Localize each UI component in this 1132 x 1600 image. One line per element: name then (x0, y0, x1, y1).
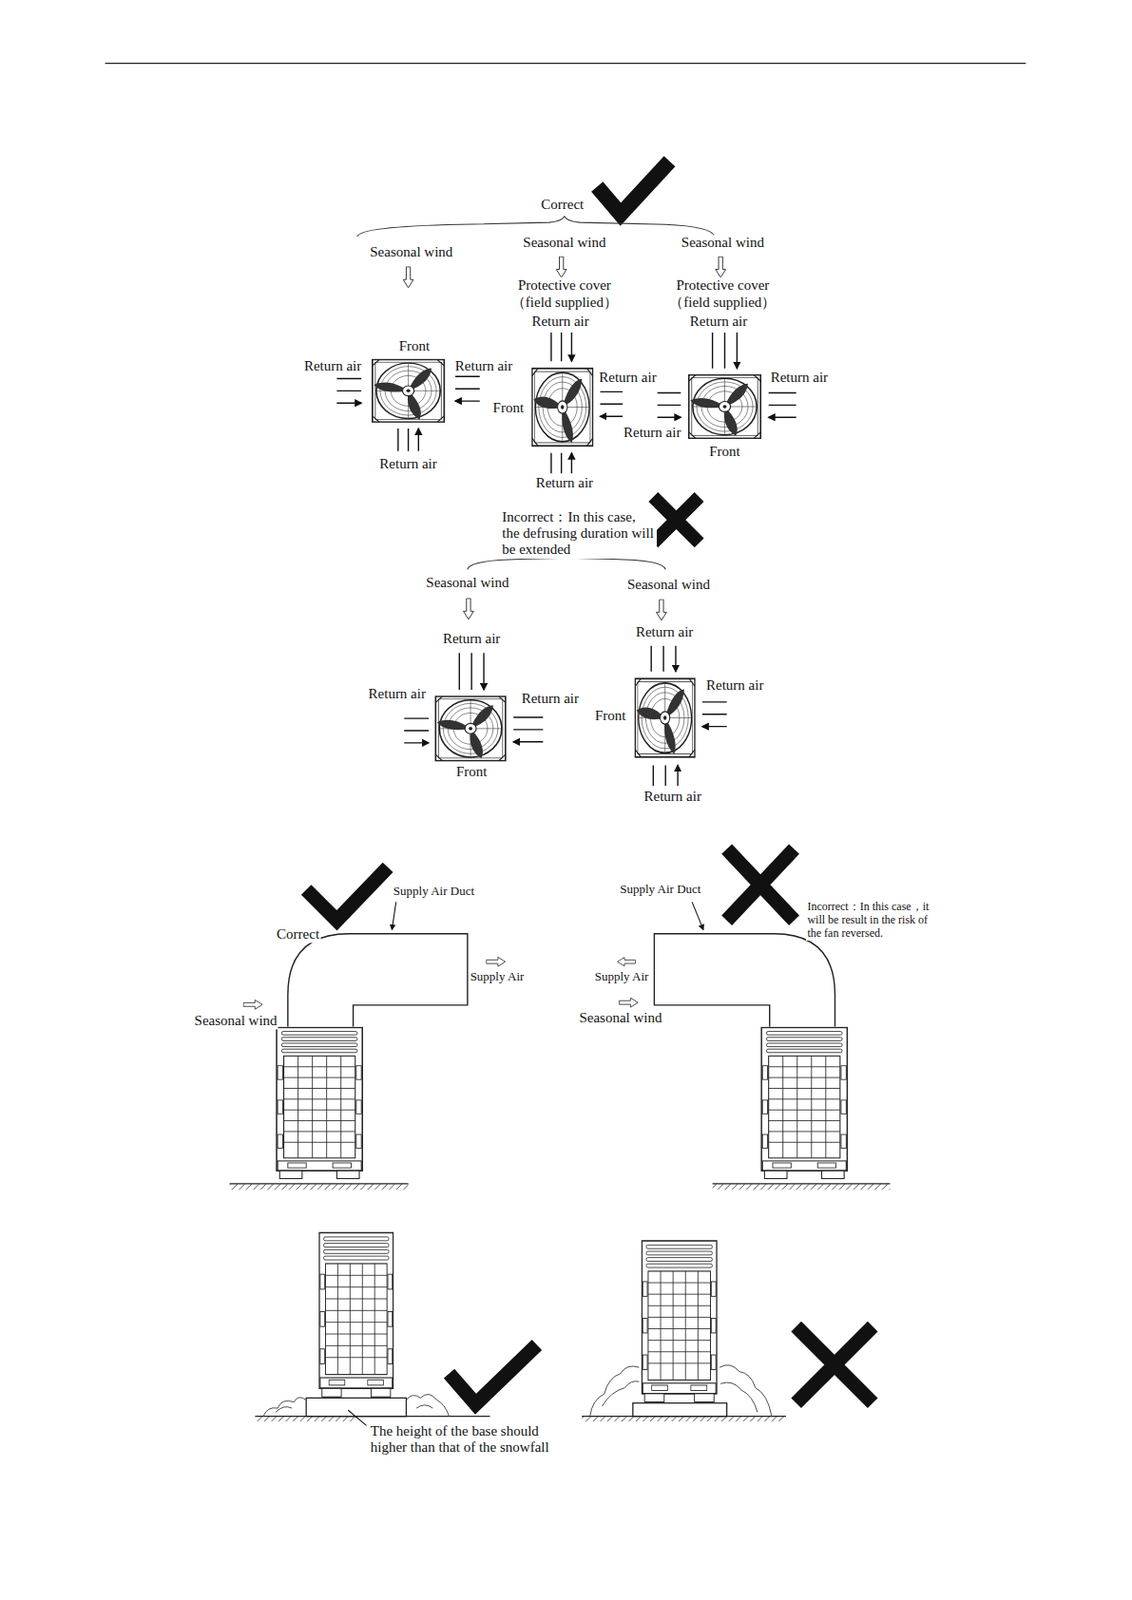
check-mark (596, 161, 670, 215)
supply-air-duct (287, 934, 468, 1028)
label: Incorrect：In this case，it will be result… (805, 901, 941, 941)
label: Seasonal wind (368, 245, 454, 262)
cross-mark (796, 1326, 874, 1404)
label: Return air (535, 475, 595, 492)
label: Front (492, 400, 526, 417)
label: Front (708, 443, 742, 461)
label: Correct (539, 196, 585, 213)
label: Protective cover （field supplied） (659, 277, 786, 311)
base (633, 1403, 728, 1418)
label: Return air (378, 456, 438, 473)
base (306, 1398, 406, 1417)
check-mark (306, 867, 388, 921)
label: Return air (441, 632, 501, 649)
outdoor-units (276, 1027, 847, 1402)
fan-units (372, 360, 761, 762)
label: Supply Air (469, 969, 526, 984)
label: Supply Air Duct (392, 883, 476, 899)
label: Front (398, 339, 432, 356)
label: Protective cover （field supplied） (501, 277, 628, 311)
wind-arrows (243, 957, 638, 1010)
label: Return air (769, 370, 829, 387)
leader-line (347, 1410, 366, 1426)
label: Return air (597, 370, 657, 387)
label: Incorrect：In this case, the defrusing du… (500, 509, 657, 559)
ground (254, 1417, 786, 1422)
label: Seasonal wind (424, 575, 510, 593)
return-air-arrows (336, 332, 796, 787)
cross-mark (652, 497, 699, 543)
label: Return air (634, 624, 694, 641)
label: Return air (367, 687, 427, 704)
ground (230, 1184, 891, 1190)
label: Return air (643, 788, 703, 806)
seasonal-wind-arrows (402, 256, 726, 621)
cross-mark (727, 849, 795, 921)
bracket (357, 216, 715, 237)
label: Return air (303, 358, 363, 375)
label: Supply Air Duct (618, 882, 702, 898)
label: The height of the base should higher tha… (369, 1423, 576, 1458)
label: Return air (705, 677, 765, 694)
label: Seasonal wind (193, 1013, 279, 1030)
label: Seasonal wind (577, 1010, 663, 1027)
leader-lines (391, 901, 704, 930)
label: Return air (454, 358, 514, 375)
check-mark (449, 1345, 538, 1405)
supply-air-duct (653, 934, 835, 1028)
label: Seasonal wind (521, 234, 607, 251)
label: Correct (275, 926, 321, 943)
label: Front (455, 764, 489, 781)
label: Return air (622, 425, 682, 442)
label: Return air (530, 314, 590, 331)
label: Return air (689, 314, 749, 331)
header-rule (105, 62, 1027, 64)
label: Seasonal wind (626, 577, 711, 595)
label: Front (594, 708, 628, 725)
label: Supply Air (594, 969, 651, 984)
label: Seasonal wind (680, 234, 766, 251)
label: Return air (520, 690, 580, 708)
